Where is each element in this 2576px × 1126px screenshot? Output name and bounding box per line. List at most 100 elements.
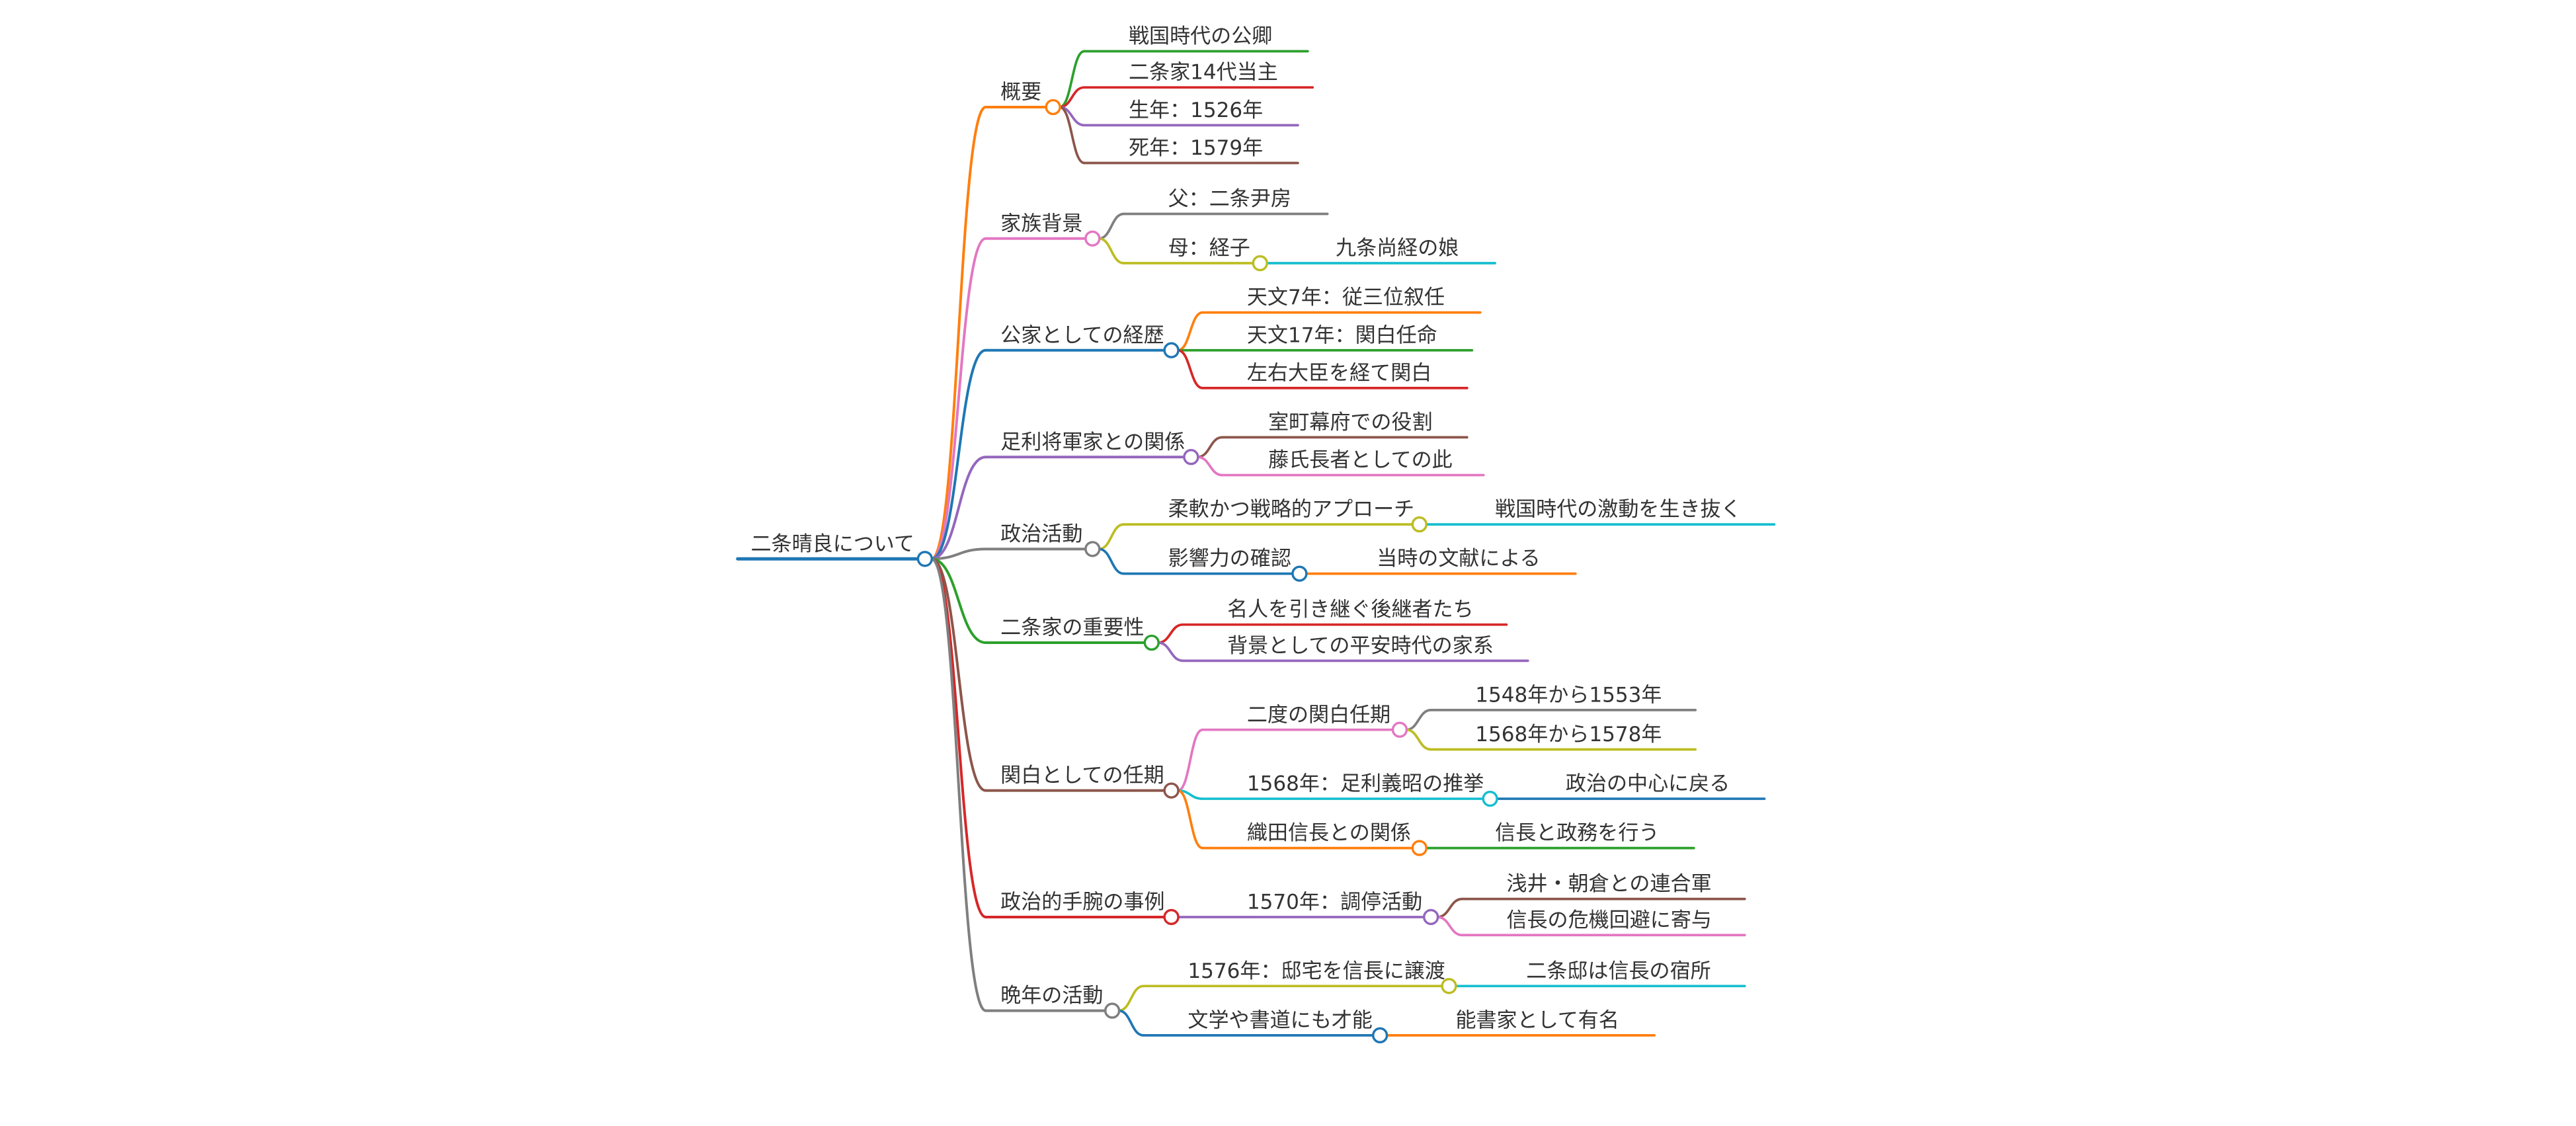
mindmap-node[interactable]: 九条尚経の娘	[1336, 237, 1459, 261]
mindmap-link	[1118, 1009, 1144, 1037]
mindmap-node[interactable]: 戦国時代の激動を生き抜く	[1495, 498, 1742, 522]
mindmap-node[interactable]: 織田信長との関係	[1247, 821, 1428, 856]
node-label: 1576年：邸宅を信長に譲渡	[1187, 959, 1445, 983]
node-label: 天文7年：従三位叙任	[1247, 286, 1445, 309]
mindmap-link	[931, 456, 986, 561]
mindmap-node[interactable]: 概要	[1000, 81, 1061, 116]
mindmap-node[interactable]: 1568年から1578年	[1475, 723, 1662, 746]
collapse-toggle-icon[interactable]	[1045, 99, 1061, 116]
node-label: 名人を引き継ぐ後継者たち	[1227, 598, 1474, 622]
collapse-toggle-icon[interactable]	[1163, 908, 1180, 926]
collapse-toggle-icon[interactable]	[1252, 255, 1268, 272]
mindmap-node[interactable]: 晩年の活動	[1000, 984, 1121, 1019]
node-label: 能書家として有名	[1455, 1008, 1619, 1032]
mindmap-link	[1059, 50, 1085, 108]
mindmap-link	[930, 106, 986, 561]
mindmap-node[interactable]: 二条家の重要性	[1000, 616, 1160, 651]
collapse-toggle-icon[interactable]	[1422, 908, 1439, 926]
mindmap-link	[931, 348, 986, 561]
mindmap-link	[931, 237, 986, 561]
mindmap-link	[1118, 985, 1144, 1012]
mindmap-link	[1406, 709, 1431, 731]
node-label: 背景としての平安時代の家系	[1227, 634, 1494, 658]
mindmap-node[interactable]: 能書家として有名	[1455, 1008, 1619, 1032]
node-label: 柔軟かつ戦略的アプローチ	[1168, 498, 1415, 522]
node-label: 父：二条尹房	[1168, 187, 1291, 211]
mindmap-node[interactable]: 生年：1526年	[1129, 99, 1263, 122]
node-label: 二条晴良について	[751, 532, 914, 556]
mindmap-node[interactable]: 戦国時代の公卿	[1129, 24, 1272, 48]
node-label: 1570年：調停活動	[1247, 891, 1422, 914]
mindmap-link	[1177, 789, 1203, 850]
node-label: 信長の危機回避に寄与	[1506, 908, 1711, 932]
node-label: 公家としての経歴	[1000, 323, 1164, 347]
node-label: 1568年：足利義昭の推挙	[1247, 772, 1484, 796]
mindmap-node[interactable]: 1568年：足利義昭の推挙	[1247, 772, 1498, 807]
node-label: 二度の関白任期	[1247, 703, 1390, 727]
mindmap-node[interactable]: 家族背景	[1000, 212, 1101, 247]
mindmap-node[interactable]: 信長と政務を行う	[1495, 821, 1659, 845]
mindmap-node[interactable]: 左右大臣を経て関白	[1247, 361, 1431, 385]
mindmap-link	[931, 557, 986, 792]
mindmap-node[interactable]: 死年：1579年	[1129, 136, 1263, 160]
mindmap-node[interactable]: 天文7年：従三位叙任	[1247, 286, 1445, 309]
collapse-toggle-icon[interactable]	[1291, 565, 1308, 582]
node-label: 政治の中心に戻る	[1566, 772, 1730, 796]
mindmap-node[interactable]: 1570年：調停活動	[1247, 891, 1439, 926]
mindmap-node[interactable]: 二条家14代当主	[1129, 61, 1278, 85]
collapse-toggle-icon[interactable]	[1371, 1027, 1389, 1044]
collapse-toggle-icon[interactable]	[1183, 449, 1199, 465]
mindmap-node[interactable]: 公家としての経歴	[1000, 323, 1180, 358]
collapse-toggle-icon[interactable]	[1411, 516, 1428, 533]
mindmap-link	[1158, 641, 1184, 663]
mindmap-link	[1178, 348, 1203, 389]
mindmap-node[interactable]: 政治的手腕の事例	[1000, 891, 1180, 926]
mindmap-node[interactable]: 文学や書道にも才能	[1187, 1008, 1389, 1044]
collapse-toggle-icon[interactable]	[1084, 230, 1101, 247]
node-label: 関白としての任期	[1000, 764, 1164, 787]
mindmap-node[interactable]: 母：経子	[1168, 237, 1268, 272]
mindmap-node[interactable]: 関白としての任期	[1000, 764, 1180, 799]
node-label: 1548年から1553年	[1475, 683, 1662, 707]
node-label: 九条尚経の娘	[1336, 237, 1459, 261]
mindmap-node[interactable]: 室町幕府での役割	[1268, 411, 1432, 434]
mindmap-node[interactable]: 影響力の確認	[1168, 547, 1308, 582]
mindmap-node[interactable]: 藤氏長者としての此	[1268, 448, 1452, 472]
node-label: 家族背景	[1000, 212, 1082, 235]
mindmap-link	[931, 557, 986, 644]
mindmap-link	[1098, 547, 1124, 575]
collapse-toggle-icon[interactable]	[1143, 634, 1160, 651]
mindmap-root-node[interactable]: 二条晴良について	[751, 532, 934, 567]
mindmap-node[interactable]: 柔軟かつ戦略的アプローチ	[1168, 498, 1428, 533]
mindmap-link	[1158, 623, 1184, 644]
mindmap-node[interactable]: 当時の文献による	[1377, 547, 1540, 571]
mindmap-node[interactable]: 背景としての平安時代の家系	[1227, 634, 1494, 658]
node-label: 戦国時代の公卿	[1129, 24, 1272, 48]
collapse-toggle-icon[interactable]	[1411, 840, 1428, 856]
node-label: 藤氏長者としての此	[1268, 448, 1452, 472]
collapse-toggle-icon[interactable]	[1441, 978, 1457, 994]
node-label: 死年：1579年	[1129, 136, 1263, 160]
collapse-toggle-icon[interactable]	[1104, 1002, 1121, 1019]
mindmap-node[interactable]: 政治の中心に戻る	[1566, 772, 1730, 796]
mindmap-node[interactable]: 1548年から1553年	[1475, 683, 1662, 707]
mindmap-node[interactable]: 名人を引き継ぐ後継者たち	[1227, 598, 1474, 622]
mindmap-node[interactable]: 父：二条尹房	[1168, 187, 1291, 211]
mindmap-link	[1406, 728, 1431, 751]
mindmap-link	[1437, 916, 1463, 937]
mindmap-node[interactable]: 足利将軍家との関係	[1000, 430, 1199, 465]
mindmap-node[interactable]: 二条邸は信長の宿所	[1526, 959, 1711, 983]
mindmap-node[interactable]: 天文17年：関白任命	[1247, 323, 1437, 347]
collapse-toggle-icon[interactable]	[1163, 342, 1180, 358]
collapse-toggle-icon[interactable]	[916, 551, 934, 567]
mindmap-node[interactable]: 政治活動	[1000, 522, 1101, 557]
collapse-toggle-icon[interactable]	[1163, 782, 1180, 799]
mindmap-node[interactable]: 浅井・朝倉との連合軍	[1506, 872, 1711, 896]
mindmap-node[interactable]: 二度の関白任期	[1247, 703, 1408, 738]
collapse-toggle-icon[interactable]	[1482, 790, 1498, 807]
mindmap-node[interactable]: 信長の危機回避に寄与	[1506, 908, 1711, 932]
mindmap-node[interactable]: 1576年：邸宅を信長に譲渡	[1187, 959, 1457, 994]
collapse-toggle-icon[interactable]	[1391, 721, 1408, 738]
collapse-toggle-icon[interactable]	[1084, 541, 1101, 557]
mindmap-link	[1197, 436, 1223, 459]
